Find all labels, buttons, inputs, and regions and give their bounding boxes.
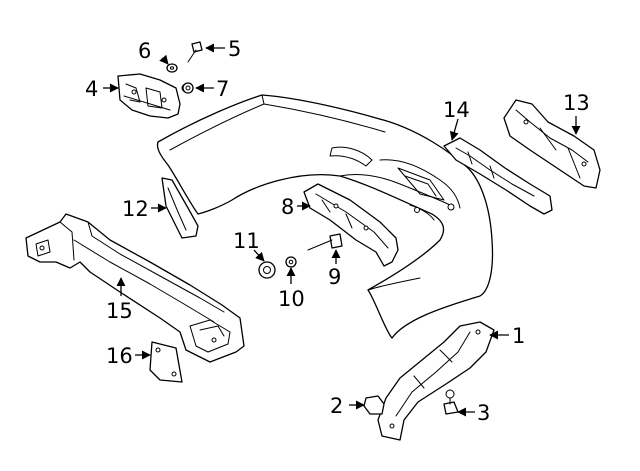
part-15-reinforcement-bar <box>25 213 245 363</box>
callout-14: 14 <box>443 98 470 122</box>
callout-8: 8 <box>281 195 294 219</box>
part-3-bolt <box>443 389 459 415</box>
leader-lines <box>103 43 581 417</box>
leader-14 <box>449 118 459 141</box>
callout-16: 16 <box>106 344 133 368</box>
callout-4: 4 <box>85 77 98 101</box>
callout-labels: 1 2 3 4 5 6 7 8 9 10 11 12 13 14 15 16 <box>85 37 590 425</box>
part-2-clip <box>363 395 385 415</box>
part-8-center-bracket <box>303 183 399 267</box>
part-14-absorber <box>443 137 553 215</box>
part-13-bracket <box>503 99 601 189</box>
callout-6: 6 <box>138 39 151 63</box>
callout-7: 7 <box>216 77 229 101</box>
part-5-screw <box>187 41 203 63</box>
part-11-nut <box>258 261 276 279</box>
bumper-cover <box>156 94 494 339</box>
callout-10: 10 <box>278 287 305 311</box>
callout-2: 2 <box>330 394 343 418</box>
part-9-screw <box>307 233 343 251</box>
part-4-bracket <box>117 73 191 119</box>
callout-11: 11 <box>233 229 260 253</box>
part-6-washer <box>166 63 178 73</box>
part-7-nut <box>182 82 194 94</box>
callout-15: 15 <box>106 299 133 323</box>
leader-6 <box>159 54 169 65</box>
leader-11 <box>253 249 265 262</box>
part-10-washer <box>285 256 297 268</box>
part-16-plate <box>149 341 183 383</box>
callout-12: 12 <box>122 197 149 221</box>
callout-5: 5 <box>228 37 241 61</box>
callout-1: 1 <box>512 324 525 348</box>
part-12-side-bracket <box>161 177 199 239</box>
callout-9: 9 <box>328 265 341 289</box>
part-1-lower-support <box>377 321 495 441</box>
callout-3: 3 <box>477 401 490 425</box>
callout-13: 13 <box>563 91 590 115</box>
